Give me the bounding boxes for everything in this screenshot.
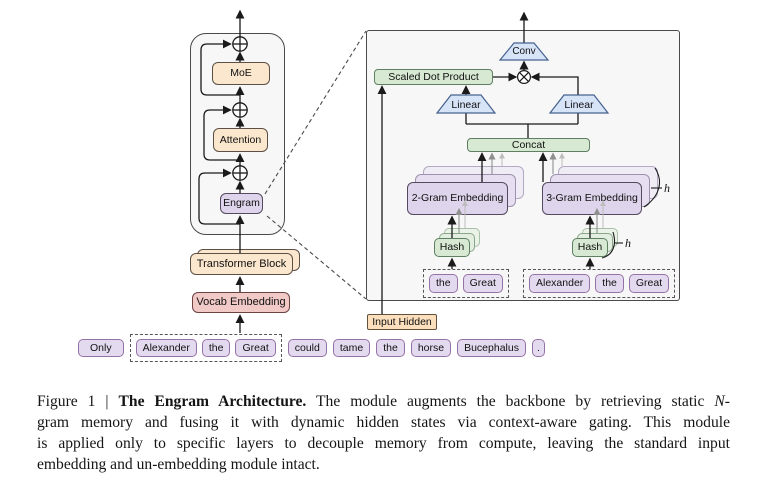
scaled-dot-product-box: Scaled Dot Product [374, 69, 493, 85]
engram-block: Engram [220, 193, 263, 214]
h-label-embedding: h [664, 181, 670, 195]
caption-line-4: embedding and un-embedding module intact… [37, 456, 320, 473]
caption-line-2: gram memory and fusing it with dynamic h… [37, 414, 730, 431]
moe-block: MoE [212, 62, 270, 85]
ngram-highlight-group: Alexander the Great [129, 333, 282, 363]
token: the [376, 338, 405, 358]
token: Bucephalus [457, 338, 526, 358]
token: tame [332, 338, 371, 358]
token: could [287, 338, 327, 358]
linear-right-label: Linear [564, 99, 594, 111]
hash-right: Hash [572, 238, 608, 257]
two-gram-embedding: 2-Gram Embedding [407, 182, 508, 215]
token: the [201, 338, 231, 358]
token: Great [235, 338, 276, 358]
transformer-block: Transformer Block [190, 253, 293, 275]
figure-caption: Figure 1 | The Engram Architecture. The … [37, 391, 730, 475]
token: the [429, 274, 458, 293]
input-hidden-box: Input Hidden [367, 314, 437, 330]
hash-left: Hash [434, 238, 470, 257]
token: horse [410, 338, 452, 358]
ngram2-token-group: the Great [423, 269, 509, 298]
ngram3-token-group: Alexander the Great [523, 269, 676, 298]
caption-line-3: is applied only to specific layers to de… [37, 435, 730, 452]
attention-block: Attention [213, 128, 268, 152]
token: the [595, 274, 624, 293]
conv-label: Conv [512, 46, 536, 57]
token: . [531, 338, 545, 358]
linear-left-label: Linear [451, 99, 481, 111]
token: Alexander [135, 338, 197, 358]
concat-box: Concat [467, 138, 590, 152]
token: Only [78, 338, 124, 358]
token: Great [462, 274, 503, 293]
input-sentence: Only Alexander the Great could tame the … [78, 333, 545, 363]
token: Great [628, 274, 670, 293]
three-gram-embedding: 3-Gram Embedding [542, 182, 642, 215]
caption-line-1: Figure 1 | The Engram Architecture. The … [37, 393, 730, 410]
vocab-embedding-block: Vocab Embedding [192, 292, 290, 313]
token: Alexander [529, 274, 591, 293]
h-label-hash: h [625, 236, 631, 250]
